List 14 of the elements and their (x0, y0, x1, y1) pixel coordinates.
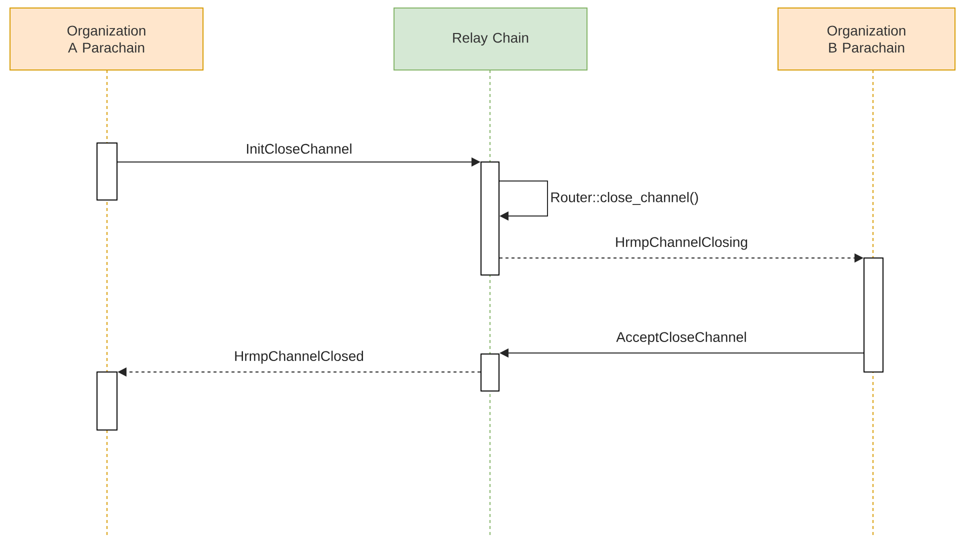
edge-label: InitCloseChannel (246, 144, 352, 154)
edge-label: HrmpChannelClosed (235, 350, 364, 364)
edge-label: AcceptCloseChannel (616, 332, 746, 345)
activation-bar (480, 354, 500, 392)
activation-bar (864, 258, 884, 372)
edge-label: Router::close_channel() (551, 192, 698, 206)
activation-bar (480, 162, 500, 276)
activation-bar (96, 142, 118, 200)
participant-box: Organization B Parachain (778, 8, 956, 70)
participant-box: Organization A Parachain (10, 8, 204, 70)
participant-box: Relay Chain (394, 8, 588, 70)
edge-label: HrmpChannelClosing (616, 236, 748, 250)
self-message-arrow (499, 180, 548, 221)
activation-bar (96, 372, 118, 430)
